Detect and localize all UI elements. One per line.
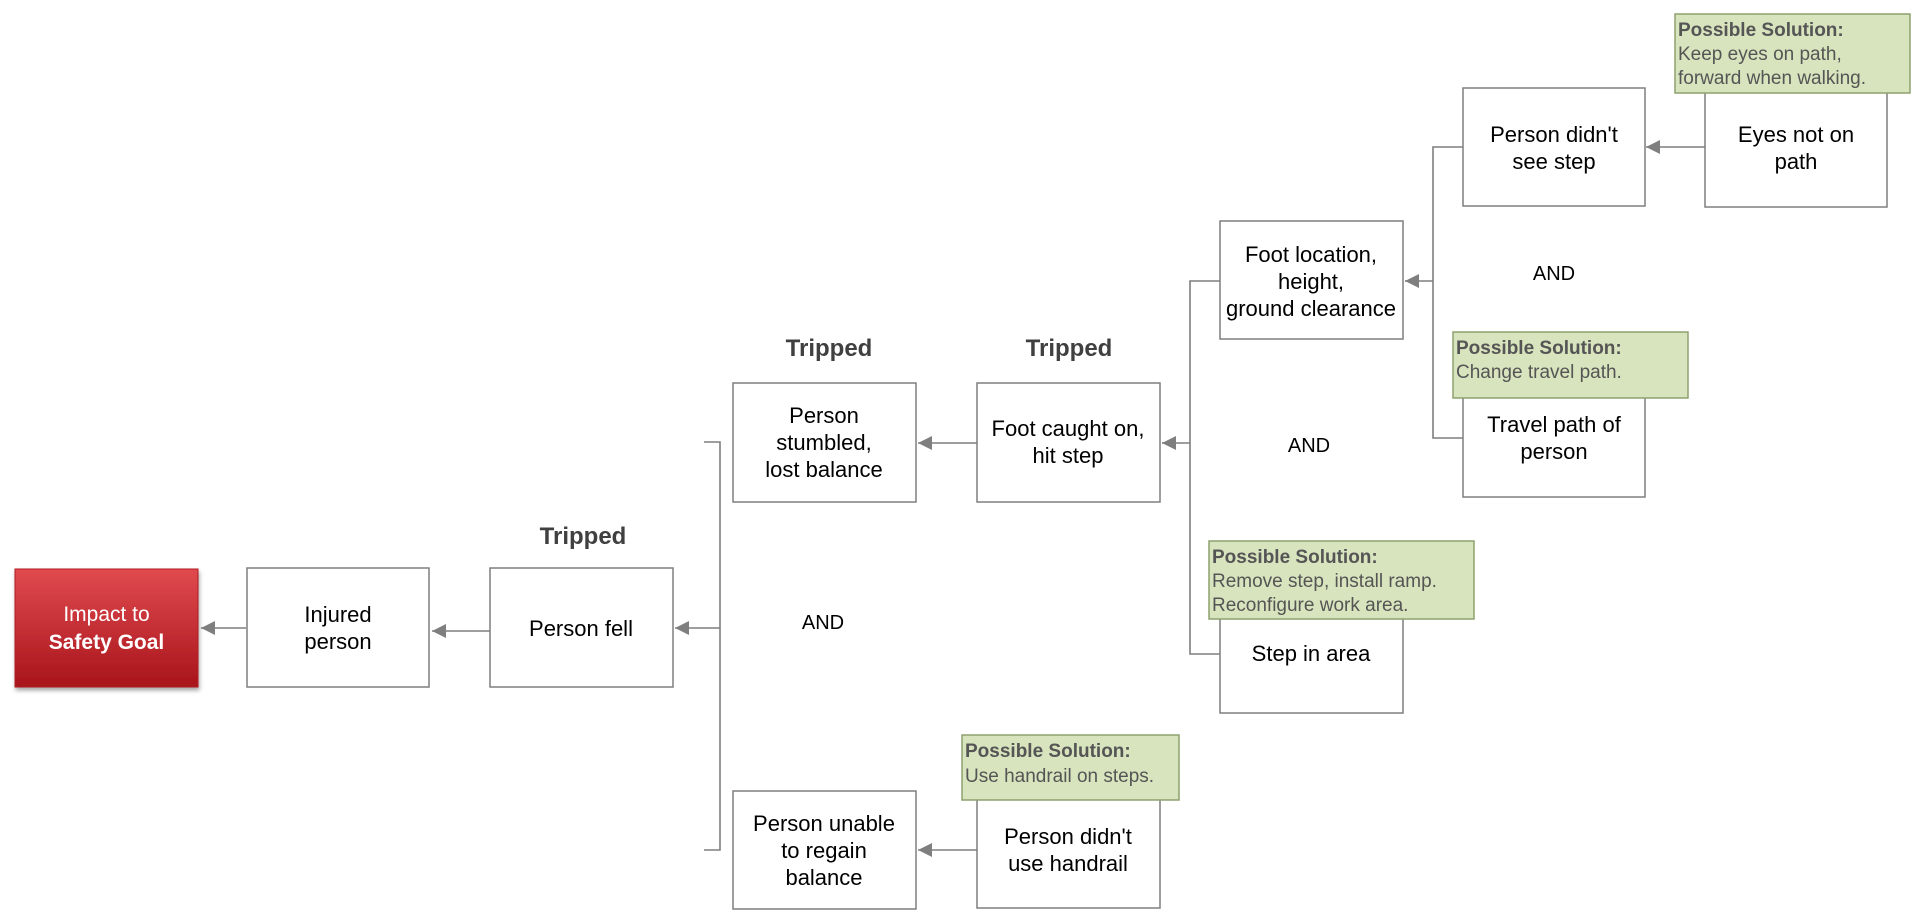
node-foot-location: Foot location, height, ground clearance: [1219, 220, 1404, 340]
node-injured-person-line1: Injured: [304, 602, 371, 627]
tripped-label-2: Tripped: [786, 335, 873, 362]
node-didnt-see-step: Person didn't see step: [1462, 87, 1646, 207]
node-person-unable-line1: Person unable: [753, 811, 895, 836]
solution-note-handrail: Possible Solution: Use handrail on steps…: [961, 734, 1180, 801]
tripped-label-3: Tripped: [1026, 335, 1113, 362]
node-foot-caught-line2: hit step: [1033, 443, 1104, 468]
node-step-in-area-line1: Step in area: [1252, 641, 1371, 666]
node-didnt-use-handrail-line1: Person didn't: [1004, 824, 1132, 849]
and-gate-label-2: AND: [1288, 435, 1330, 457]
node-didnt-see-step-line2: see step: [1512, 149, 1595, 174]
node-person-unable-line3: balance: [785, 865, 862, 890]
node-foot-location-line1: Foot location,: [1245, 242, 1377, 267]
node-foot-location-line2: height,: [1278, 269, 1344, 294]
node-person-stumbled: Person stumbled, lost balance: [732, 382, 917, 503]
solution-eyes-heading: Possible Solution:: [1678, 20, 1844, 41]
tripped-label-1: Tripped: [540, 523, 627, 550]
solution-ramp-line2: Reconfigure work area.: [1212, 595, 1408, 616]
solution-note-eyes: Possible Solution: Keep eyes on path, fo…: [1674, 13, 1911, 94]
node-eyes-not-on-path: Eyes not on path: [1704, 87, 1888, 208]
solution-ramp-heading: Possible Solution:: [1212, 547, 1378, 568]
impact-safety-goal-box: Impact to Safety Goal: [14, 568, 199, 688]
solution-note-travel: Possible Solution: Change travel path.: [1452, 331, 1689, 399]
solution-handrail-heading: Possible Solution:: [965, 741, 1131, 762]
solution-ramp-line1: Remove step, install ramp.: [1212, 571, 1437, 592]
connectors: [201, 140, 1705, 857]
solution-eyes-line2: forward when walking.: [1678, 68, 1866, 89]
node-eyes-not-on-path-line1: Eyes not on: [1738, 122, 1854, 147]
and-gate-label-3: AND: [1533, 263, 1575, 285]
node-eyes-not-on-path-line2: path: [1775, 149, 1818, 174]
node-foot-caught: Foot caught on, hit step: [976, 382, 1161, 503]
node-person-fell-line1: Person fell: [529, 616, 633, 641]
node-person-stumbled-line1: Person: [789, 403, 859, 428]
impact-line1: Impact to: [63, 603, 149, 626]
node-didnt-use-handrail-line2: use handrail: [1008, 851, 1128, 876]
connector-and-fell: [704, 441, 721, 851]
node-didnt-see-step-line1: Person didn't: [1490, 122, 1618, 147]
node-person-unable-line2: to regain: [781, 838, 867, 863]
node-foot-caught-line1: Foot caught on,: [992, 416, 1145, 441]
node-person-unable-to-regain-balance: Person unable to regain balance: [732, 790, 917, 910]
connector-and-footcaught: [1175, 280, 1220, 655]
node-foot-location-line3: ground clearance: [1226, 296, 1396, 321]
node-travel-path-line1: Travel path of: [1487, 412, 1622, 437]
impact-line2: Safety Goal: [49, 631, 165, 654]
solution-travel-line1: Change travel path.: [1456, 362, 1622, 383]
connector-and-footlocation: [1420, 146, 1463, 439]
node-didnt-use-handrail: Person didn't use handrail: [976, 789, 1161, 909]
node-travel-path-line2: person: [1520, 439, 1587, 464]
solution-eyes-line1: Keep eyes on path,: [1678, 44, 1842, 65]
node-person-fell: Person fell: [489, 567, 674, 688]
solution-travel-heading: Possible Solution:: [1456, 338, 1622, 359]
node-person-stumbled-line3: lost balance: [765, 457, 882, 482]
and-gate-label-1: AND: [802, 612, 844, 634]
node-injured-person-line2: person: [304, 629, 371, 654]
node-injured-person: Injured person: [246, 567, 430, 688]
solution-note-ramp: Possible Solution: Remove step, install …: [1208, 540, 1475, 620]
node-person-stumbled-line2: stumbled,: [776, 430, 871, 455]
solution-handrail-line1: Use handrail on steps.: [965, 766, 1154, 787]
